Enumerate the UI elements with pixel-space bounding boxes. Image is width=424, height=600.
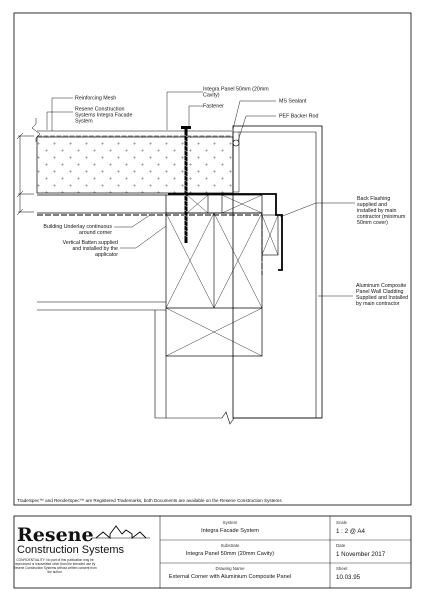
- drawing-name-label: Drawing Name: [215, 566, 245, 571]
- confidentiality-line-3: Resene Construction Systems without writ…: [13, 566, 97, 570]
- confidentiality-line-1: CONFIDENTIALITY: No part of this publica…: [16, 558, 93, 562]
- label-reinforcing-mesh: Reinforcing Mesh: [75, 96, 116, 102]
- date-label: Date: [336, 543, 346, 548]
- label-vertical-batten-2: and installed by the: [72, 246, 118, 252]
- detail-geometry: [16, 118, 323, 425]
- sheet-value: 10.03.95: [336, 574, 361, 581]
- sheet-label: Sheet: [336, 566, 348, 571]
- label-acp-4: by main contractor: [356, 301, 400, 307]
- label-fastener: Fastener: [203, 104, 224, 110]
- system-label: System: [223, 520, 238, 525]
- label-back-flashing-4: contractor (minimum: [357, 214, 406, 220]
- sheet-border: [13, 12, 412, 506]
- label-construction-systems-3: System: [75, 119, 93, 125]
- title-block: Resene Construction Systems CONFIDENTIAL…: [13, 515, 412, 589]
- acp-wall: [232, 125, 323, 419]
- batten-top: [165, 194, 263, 214]
- break-line-top: [31, 118, 41, 142]
- scale-label: Scale: [336, 520, 348, 525]
- annotations: Reinforcing Mesh Resene Construction Sys…: [43, 87, 408, 308]
- label-ms-sealant: MS Sealant: [279, 99, 307, 105]
- label-pef-backer-rod: PEF Backer Rod: [279, 114, 319, 120]
- label-back-flashing-2: supplied and: [357, 202, 387, 208]
- label-acp-2: Panel Wall Cladding: [356, 289, 404, 295]
- system-value: Integra Facade System: [201, 528, 259, 534]
- label-building-underlay-1: Building Underlay continuous: [43, 224, 112, 230]
- confidentiality-line-4: the author.: [47, 570, 62, 574]
- label-back-flashing-1: Back Flashing: [357, 196, 390, 202]
- back-flashing: [168, 193, 283, 271]
- logo-rooftop-icon: [95, 525, 147, 539]
- label-integra-panel-2: Cavity): [203, 93, 220, 99]
- break-line-bottom: [221, 411, 240, 425]
- trademark-note: TradeSpec™ and RenderSpec™ are Registere…: [17, 498, 282, 503]
- label-back-flashing-3: installed by main: [357, 208, 397, 214]
- integra-panel: [36, 136, 234, 194]
- label-vertical-batten-3: applicator: [95, 252, 118, 258]
- label-vertical-batten-1: Vertical Batten supplied: [63, 240, 118, 246]
- logo-construction-systems: Construction Systems: [17, 544, 124, 556]
- label-back-flashing-5: 50mm cover): [357, 220, 388, 226]
- label-building-underlay-2: around corner: [79, 230, 112, 236]
- logo-resene: Resene: [17, 524, 94, 546]
- substrate-label: Substrate: [221, 543, 240, 548]
- substrate-value: Integra Panel 50mm (20mm Cavity): [186, 551, 274, 557]
- label-integra-panel-1: Integra Panel 50mm (20mm: [203, 87, 269, 93]
- drawing-name-value: External Corner with Aluminium Composite…: [169, 574, 291, 580]
- leader-lines: [46, 91, 355, 297]
- vertical-batten: [261, 214, 279, 256]
- label-construction-systems-1: Resene Construction: [75, 107, 125, 113]
- date-value: 1 November 2017: [336, 551, 386, 558]
- label-acp-1: Aluminum Composite: [356, 283, 406, 289]
- label-acp-3: Supplied and Installed: [356, 295, 408, 301]
- confidentiality-line-2: reproduced or transmitted other than the…: [15, 562, 96, 566]
- scale-value: 1 : 2 @ A4: [336, 528, 366, 535]
- fastener-screw: [181, 126, 191, 243]
- resene-logo: Resene Construction Systems: [17, 524, 150, 556]
- label-construction-systems-2: Systems Integra Facade: [75, 113, 132, 119]
